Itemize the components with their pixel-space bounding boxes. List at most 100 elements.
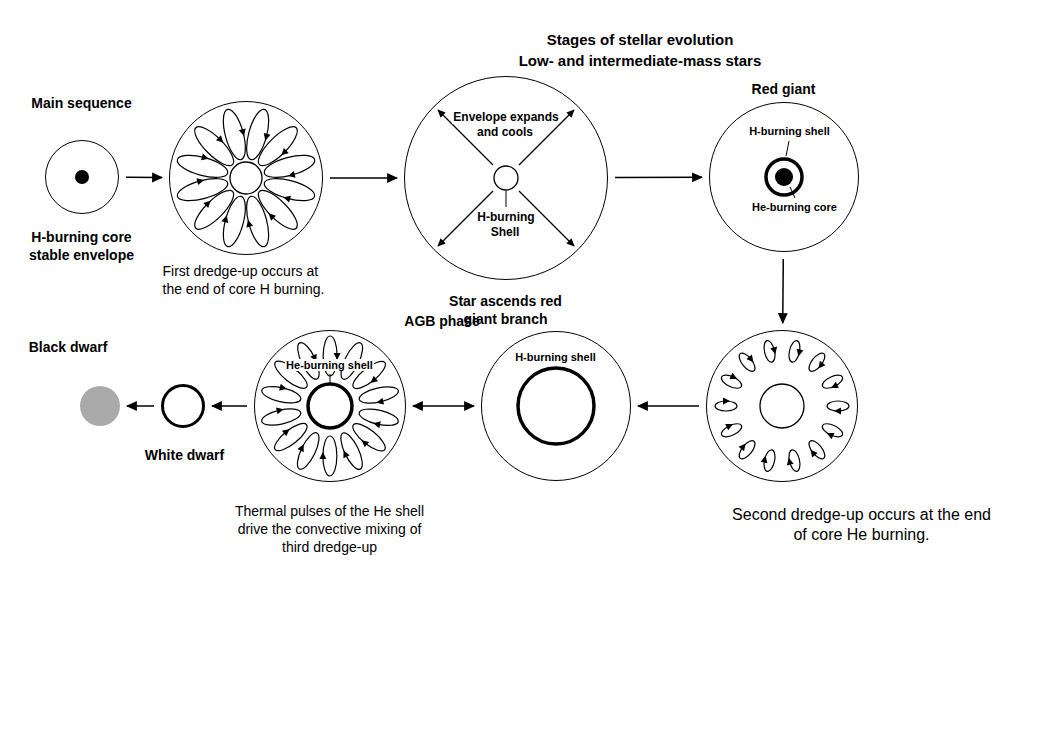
loop-ellipse [349, 419, 389, 455]
loop-ellipse [337, 430, 367, 472]
convection-loop [333, 430, 366, 474]
loop-arrowhead [222, 214, 231, 223]
convection-loop [820, 372, 846, 394]
convection-loop [216, 193, 250, 249]
loop-arrowhead [282, 426, 292, 436]
loop-ellipse [719, 421, 743, 440]
stage-text: H-burning Shell [468, 210, 544, 241]
stage-text: White dwarf [135, 446, 235, 464]
convection-loop [319, 436, 337, 476]
stage-text: Star ascends red giant branch [431, 292, 581, 328]
loop-arrowhead [359, 438, 369, 448]
loop-ellipse [189, 121, 238, 170]
convection-loop [736, 348, 760, 374]
connector-line [638, 405, 699, 407]
convection-loop [262, 151, 318, 185]
loop-arrowhead [340, 449, 349, 458]
loop-ellipse [219, 107, 250, 162]
convection-loop [358, 384, 401, 410]
stage-text: Main sequence [17, 94, 147, 112]
core-ring [760, 384, 804, 428]
convection-loop [347, 419, 389, 458]
leader-line [506, 191, 507, 207]
loop-arrowhead [372, 420, 380, 428]
shell-ring [518, 368, 594, 444]
stage-text: He-burning shell [280, 358, 380, 372]
stage-text: First dredge-up occurs at the end of cor… [163, 262, 333, 298]
diagram-title: Stages of stellar evolution [430, 30, 850, 50]
loop-arrowhead [761, 455, 769, 463]
loop-ellipse [260, 406, 302, 428]
text-patch: H-burning shell [514, 351, 597, 363]
convection-loop [259, 402, 302, 428]
convection-loop [734, 436, 758, 462]
connector-line [413, 405, 474, 407]
stage-text: Envelope expands and cools [444, 110, 568, 141]
loop-arrowhead [282, 194, 291, 203]
loop-ellipse [253, 185, 302, 234]
loop-ellipse [806, 438, 828, 461]
leader-line [330, 374, 331, 383]
loop-arrowhead [196, 177, 205, 186]
loop-ellipse [262, 174, 317, 205]
stage-connector [127, 406, 154, 407]
core-dot [75, 170, 89, 184]
stage-circle: White dwarf [161, 384, 205, 428]
loop-ellipse [175, 151, 230, 182]
loop-ellipse [323, 436, 337, 476]
loop-ellipse [719, 372, 743, 391]
stage-text: He-burning core [745, 200, 845, 214]
stage-connector [638, 406, 699, 407]
convection-loop [187, 183, 239, 235]
stage-connector [413, 406, 474, 407]
loop-ellipse [736, 438, 758, 461]
convection-loop [357, 406, 400, 432]
connector-line [126, 177, 162, 179]
convection-loop [242, 107, 276, 163]
stage-connector [212, 406, 247, 407]
loop-arrowhead [830, 382, 839, 391]
loop-ellipse [293, 430, 323, 472]
stage-text: H-burning core stable envelope [17, 228, 147, 264]
stage-connector [615, 177, 702, 178]
loop-ellipse [262, 151, 317, 182]
loop-ellipse [736, 350, 758, 373]
loop-arrowhead [825, 430, 834, 439]
loop-ellipse [175, 174, 230, 205]
connector-line [212, 405, 247, 407]
loop-arrowhead [266, 211, 276, 221]
stage-circle: Red giantH-burning shellHe-burning core [709, 102, 859, 252]
convection-loop [784, 449, 802, 473]
loop-arrowhead [770, 347, 778, 355]
stage-text: H-burning shell [506, 350, 606, 364]
convection-loop [806, 350, 830, 376]
convection-loop [819, 421, 845, 443]
free-label: Low- and intermediate-mass stars [430, 51, 850, 71]
loop-ellipse [820, 372, 844, 391]
convection-loop [787, 340, 805, 364]
loop-arrowhead [262, 133, 271, 142]
convection-loop [290, 428, 323, 472]
stage-text: Black dwarf [18, 338, 118, 356]
stage-circle: First dredge-up occurs at the end of cor… [169, 101, 323, 255]
stage-text: Red giant [724, 80, 844, 98]
loop-arrowhead [834, 408, 841, 415]
loop-ellipse [189, 185, 238, 234]
convection-loop [719, 369, 745, 391]
loop-arrowhead [376, 398, 384, 406]
connector-line [782, 259, 784, 323]
loop-arrowhead [723, 398, 730, 405]
stage-circle: Second dredge-up occurs at the end of co… [706, 330, 858, 482]
loop-arrowhead [245, 219, 254, 228]
loop-ellipse [820, 421, 844, 440]
convection-loop [827, 401, 849, 415]
loop-arrowhead [279, 384, 287, 392]
loop-ellipse [242, 194, 273, 249]
shell-ring [494, 166, 518, 190]
loop-arrowhead [279, 148, 289, 158]
stage-text: Second dredge-up occurs at the end of co… [732, 505, 992, 547]
convection-loop [261, 174, 317, 208]
shell-ring [766, 159, 802, 195]
